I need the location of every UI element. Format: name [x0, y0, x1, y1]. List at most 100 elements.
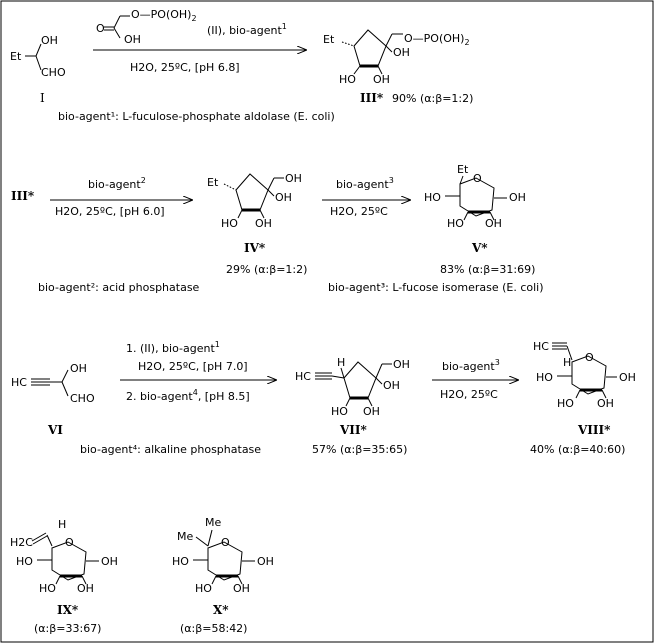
- bond: [377, 65, 383, 75]
- bond: [237, 575, 243, 585]
- pyranose-ring: [51, 541, 87, 581]
- aldehyde-label: CHO: [70, 392, 95, 405]
- bond: [353, 65, 361, 75]
- anomeric-oh-label: OH: [509, 191, 526, 204]
- compound-label-VII: VII*: [339, 423, 368, 437]
- compound-I: OH Et CHO I: [10, 34, 66, 105]
- methyl-label: Me: [177, 530, 193, 543]
- ring-oxygen-label: O: [585, 351, 594, 364]
- compound-label-IV: IV*: [244, 241, 266, 255]
- step2-text: 2. bio-agent4, [pH 8.5]: [126, 388, 250, 403]
- bio-agent-3-note: bio-agent³: L-fucose isomerase (E. coli): [328, 281, 544, 294]
- yield-text: 90% (α:β=1:2): [392, 92, 473, 105]
- hashed-bond: [341, 41, 355, 47]
- bond: [375, 377, 383, 385]
- oh-label: OH: [485, 217, 502, 230]
- anomeric-oh-label: OH: [257, 555, 274, 568]
- compound-label-III: III*: [360, 91, 384, 105]
- bond: [385, 33, 393, 47]
- anomeric-oh-label: OH: [619, 371, 636, 384]
- arrow-5: bio-agent3 H2O, 25ºC: [432, 358, 518, 401]
- oh-label: OH: [77, 582, 94, 595]
- bond: [211, 575, 217, 585]
- oh-label: OH: [255, 217, 272, 230]
- hashed-bond: [223, 183, 237, 191]
- compound-X: Me Me O HO OH HO OH X* (α:β=58:42): [172, 516, 274, 635]
- bond: [267, 177, 275, 191]
- anomeric-oh-label: OH: [101, 555, 118, 568]
- bond: [345, 397, 351, 407]
- bond: [566, 345, 573, 361]
- pyranose-ring: [207, 541, 243, 581]
- bond: [207, 529, 213, 547]
- ho-label: HO: [557, 397, 574, 410]
- bond: [195, 536, 209, 547]
- pyranose-ring: [571, 355, 607, 395]
- bond: [61, 369, 69, 383]
- compound-label-X: X*: [213, 603, 229, 617]
- conditions-text: H2O, 25ºC: [330, 205, 388, 218]
- oh-label: OH: [275, 191, 292, 204]
- ethyl-label: Et: [457, 163, 469, 176]
- ho-label: HO: [39, 582, 56, 595]
- compound-VI: HC OH CHO VI: [11, 362, 95, 437]
- conditions-text: H2O, 25ºC: [440, 388, 498, 401]
- bond: [81, 575, 87, 585]
- bond: [61, 381, 69, 397]
- double-bond: [31, 532, 47, 542]
- hc-label: HC: [11, 376, 27, 389]
- ethyl-label: Et: [10, 50, 22, 63]
- aldehyde-label: CHO: [41, 66, 66, 79]
- hydrogen-label: H: [563, 356, 571, 369]
- step1-conditions: H2O, 25ºC, [pH 7.0]: [138, 360, 248, 373]
- bio-agent-1-note: bio-agent¹: L-fuculose-phosphate aldolas…: [58, 110, 335, 123]
- conditions-text: H2O, 25ºC, [pH 6.8]: [130, 61, 240, 74]
- yield-text: 83% (α:β=31:69): [440, 263, 535, 276]
- ho-label: HO: [195, 582, 212, 595]
- bond: [267, 189, 275, 197]
- bond: [367, 397, 373, 407]
- oh-label: OH: [393, 46, 410, 59]
- arrow-1: (II), bio-agent1 H2O, 25ºC, [pH 6.8]: [93, 22, 306, 74]
- bond: [489, 211, 495, 221]
- phosphate-label: O—PO(OH)2: [404, 32, 470, 47]
- arrow-4: 1. (II), bio-agent1 H2O, 25ºC, [pH 7.0] …: [120, 340, 276, 403]
- reagent-text: bio-agent3: [336, 176, 394, 191]
- yield-text: 40% (α:β=40:60): [530, 443, 625, 456]
- bond: [463, 211, 469, 221]
- step1-text: 1. (II), bio-agent1: [126, 340, 220, 355]
- oh-label: OH: [393, 358, 410, 371]
- bond: [375, 363, 383, 379]
- ring-oxygen-label: O: [473, 172, 482, 185]
- reagent-text: bio-agent2: [88, 176, 146, 191]
- compound-label-IX: IX*: [57, 603, 79, 617]
- oh-label: OH: [597, 397, 614, 410]
- ho-label: HO: [424, 191, 441, 204]
- compound-III: Et O—PO(OH)2 OH HO OH III* 90% (α:β=1:2): [323, 29, 473, 105]
- oh-label: OH: [383, 379, 400, 392]
- ethyl-label: Et: [323, 33, 335, 46]
- bio-agent-4-note: bio-agent⁴: alkaline phosphatase: [80, 443, 261, 456]
- pyranose-ring: [459, 177, 495, 217]
- hc-label: HC: [533, 340, 549, 353]
- compound-VII: HC H OH OH HO OH VII* 57% (α:β=35:65): [295, 356, 410, 456]
- bond: [459, 175, 464, 185]
- compound-label-VIII: VIII*: [577, 423, 611, 437]
- methyl-label: Me: [205, 516, 221, 529]
- compound-label-I: I: [40, 91, 45, 105]
- bond: [259, 209, 265, 219]
- ethyl-label: Et: [207, 176, 219, 189]
- bond: [55, 575, 61, 585]
- vinyl-label: H2C: [10, 536, 33, 549]
- oh-label: OH: [233, 582, 250, 595]
- bond: [601, 389, 607, 399]
- bond: [46, 534, 53, 547]
- bond: [113, 15, 121, 29]
- conditions-text: H2O, 25ºC, [pH 6.0]: [55, 205, 165, 218]
- yield-text: 57% (α:β=35:65): [312, 443, 407, 456]
- ring-oxygen-label: O: [65, 536, 74, 549]
- ring-oxygen-label: O: [221, 536, 230, 549]
- ho-label: HO: [339, 73, 356, 86]
